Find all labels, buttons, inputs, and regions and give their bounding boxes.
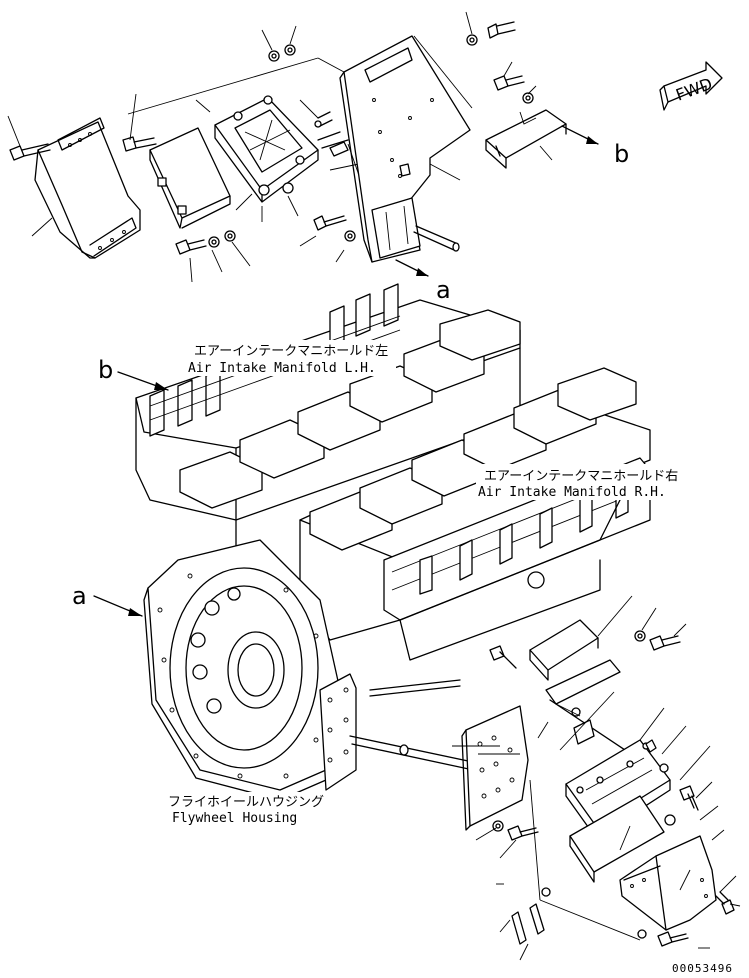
drawing-code: 00053496	[672, 962, 733, 975]
label-bg-lh	[186, 340, 396, 376]
bolt-left-1	[9, 143, 51, 161]
bracket-lower-right	[529, 619, 647, 765]
air-intake-lh-jp-label: エアーインテークマニホールド左	[194, 344, 388, 359]
side-mount-plate	[319, 673, 357, 791]
ref-a-top-label: a	[436, 276, 451, 304]
ref-b-top-label: b	[614, 140, 629, 168]
arrow-ref-b-top: b	[561, 125, 629, 168]
label-bg-rh	[476, 464, 690, 500]
bracket-top-right	[485, 109, 567, 169]
controller-unit	[214, 95, 319, 203]
arrow-ref-a-top: a	[395, 259, 451, 304]
leader-lines-top	[7, 25, 379, 283]
ref-a-engine-label: a	[72, 582, 87, 610]
pin-top	[413, 225, 460, 252]
flywheel-housing	[143, 539, 341, 801]
hose-fittings	[314, 111, 349, 157]
arrow-ref-a-engine: a	[72, 582, 143, 617]
fwd-label: FWD	[673, 74, 715, 105]
air-intake-rh-en-label: Air Intake Manifold R.H.	[478, 485, 666, 500]
ref-b-engine-label: b	[98, 356, 113, 384]
lower-plate	[461, 705, 529, 831]
flywheel-jp-label: フライホイールハウジング	[168, 795, 324, 810]
lower-controller-unit	[565, 739, 671, 839]
lower-plate-2	[569, 795, 665, 883]
air-intake-lh-en-label: Air Intake Manifold L.H.	[188, 361, 376, 376]
label-bg-flywheel	[162, 792, 332, 826]
fwd-arrow: FWD	[659, 61, 723, 111]
bolts-center	[175, 215, 356, 255]
mounting-plate-top	[339, 35, 471, 263]
left-cover-bracket	[34, 117, 141, 259]
leader-lines-top-right	[317, 11, 553, 181]
controller-plate	[149, 127, 231, 229]
bolt-left-2	[122, 136, 157, 152]
air-intake-rh-jp-label: エアーインテークマニホールド右	[484, 469, 678, 484]
lower-cover-bracket	[619, 835, 717, 931]
washers-top	[268, 44, 296, 62]
bolts-lower	[489, 630, 735, 947]
leader-lines-lower	[452, 595, 741, 961]
arrow-ref-b-engine: b	[98, 356, 169, 391]
bolts-top-right	[466, 21, 534, 104]
flywheel-en-label: Flywheel Housing	[172, 811, 297, 826]
